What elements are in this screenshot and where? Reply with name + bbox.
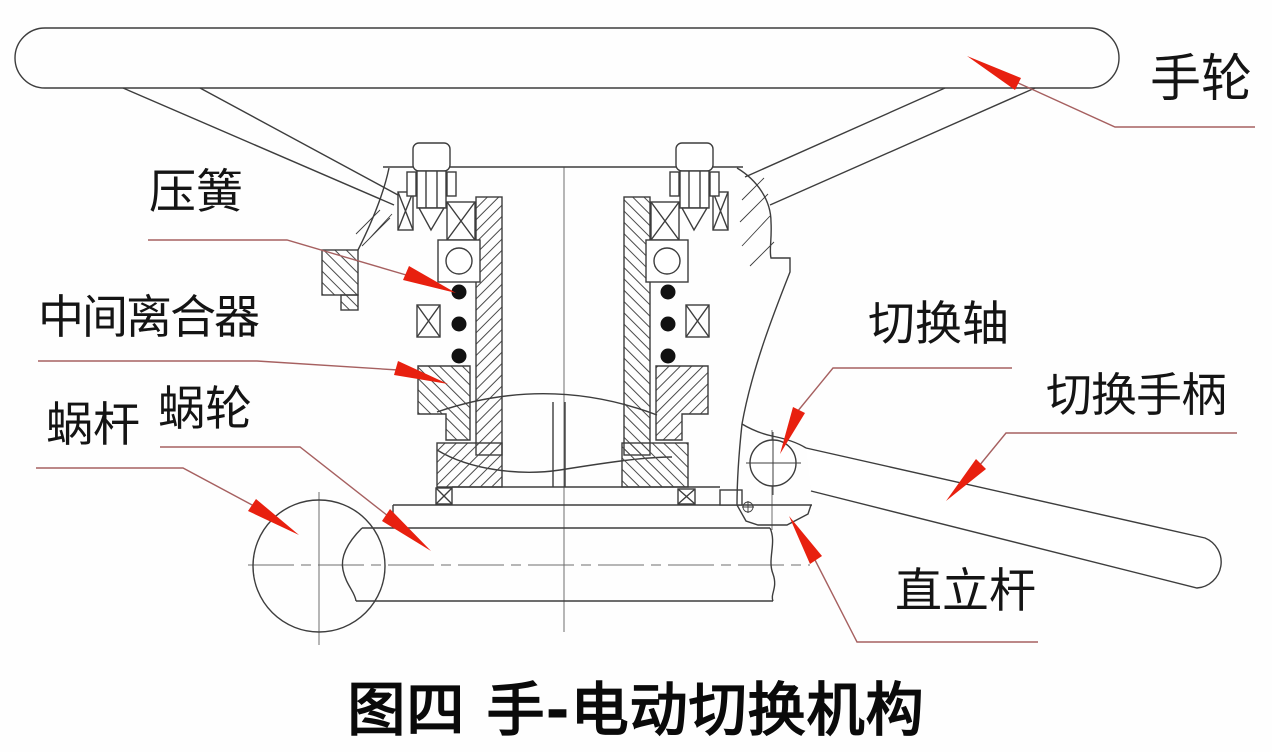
spoke-line <box>744 87 946 178</box>
label-vertical-rod: 直立杆 <box>895 564 1036 619</box>
screw-icon <box>742 501 754 513</box>
break-line <box>341 527 363 602</box>
switching-mechanism <box>736 167 1222 589</box>
leader-arrows <box>248 56 1021 564</box>
spoke-line <box>122 87 395 206</box>
vertical-rod-block <box>736 504 812 526</box>
worm-gear-housing <box>252 486 812 633</box>
bearing-icon <box>435 487 696 505</box>
label-switching-shaft: 切换轴 <box>868 297 1009 352</box>
arrow-icon <box>780 407 805 454</box>
worm-wheel-arc <box>436 393 658 416</box>
clutch-sleeve <box>655 365 709 441</box>
figure-title: 图四 手-电动切换机构 <box>347 676 925 744</box>
boss-outline <box>741 423 807 449</box>
ball-bearing-icon <box>437 239 689 283</box>
arrow-icon <box>248 499 299 535</box>
arrow-icon <box>394 361 448 384</box>
spoke-line <box>199 87 399 196</box>
worm-end-circle <box>252 499 386 633</box>
bearing-icon <box>397 191 729 231</box>
bearing-icon <box>416 304 710 338</box>
arrow-icon <box>946 459 986 501</box>
arrow-icon <box>403 266 456 293</box>
label-handwheel: 手轮 <box>1150 50 1253 109</box>
centerlines <box>248 167 810 645</box>
bolt-icon <box>669 142 720 232</box>
handwheel-rim <box>14 27 1120 206</box>
bearing-icon <box>446 201 680 241</box>
arrow-icon <box>382 509 431 551</box>
label-intermediate-clutch: 中间离合器 <box>38 290 260 344</box>
break-line <box>769 527 776 602</box>
arrow-icon <box>789 516 822 564</box>
label-worm: 蜗杆 <box>46 398 140 453</box>
label-switching-handle: 切换手柄 <box>1046 368 1227 422</box>
label-worm-wheel: 蜗轮 <box>158 382 252 437</box>
leader-lines <box>36 81 1255 643</box>
bolt-icon <box>406 142 457 232</box>
clutch-assembly <box>321 142 743 506</box>
spoke-line <box>769 87 1036 206</box>
switching-handle-shape <box>805 447 1222 589</box>
spring-coil-dots <box>451 284 676 364</box>
arrow-icon <box>967 56 1021 90</box>
label-compression-spring: 压簧 <box>149 165 243 220</box>
clutch-sleeve <box>417 365 471 441</box>
